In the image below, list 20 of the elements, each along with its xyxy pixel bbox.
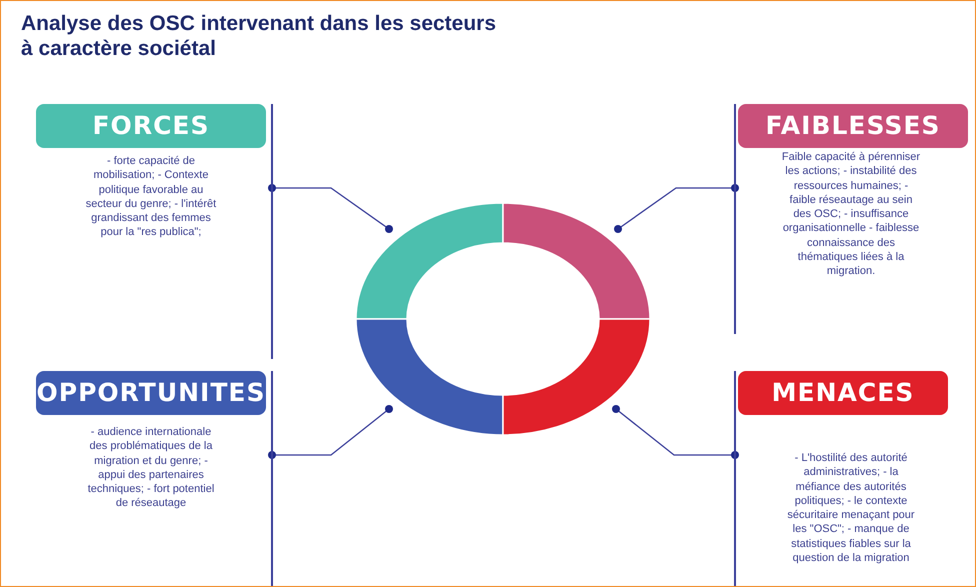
section-panel	[734, 104, 969, 334]
leader-line	[612, 405, 739, 459]
body-text: - L'hostilité des autorité administratives; - la méfiance des autorités politiques; - le contexte sécuritaire menaçant pour les "OSC"; - manque de statistiques fiables sur la question de la migration	[786, 451, 916, 566]
title-text: Analyse des OSC intervenant dans les secteurs à caractère sociétal	[21, 11, 498, 61]
heading-banner: FAIBLESSES	[738, 104, 968, 148]
body-text: - forte capacité de mobilisation; - Contexte politique favorable au secteur du genre; - l'intérêt grandissant des femmes pour la "res publica";	[84, 154, 218, 240]
heading-banner: FORCES	[36, 104, 266, 148]
leader-line	[268, 184, 393, 233]
body-text: - audience internationale des problématiques de la migration et du genre; - appui des partenaires techniques; - fort potentiel de réseautage	[86, 425, 216, 511]
heading-banner: OPPORTUNITES	[36, 371, 266, 415]
section-panel	[36, 104, 273, 359]
ring-segment	[502, 318, 651, 436]
leader-line	[614, 184, 739, 233]
section-panel	[36, 371, 273, 586]
ring-segment	[502, 202, 651, 320]
body-text: Faible capacité à pérenniser les actions; - instabilité des ressources humaines; - faible réseautage au sein des OSC; - insuffisance organisationnelle - faiblesse connaissance des thématiques liées à la migration.	[781, 150, 921, 279]
heading-banner: MENACES	[738, 371, 948, 415]
ring-segment	[355, 318, 504, 436]
ring-segment	[355, 202, 504, 320]
leader-line	[268, 405, 393, 459]
